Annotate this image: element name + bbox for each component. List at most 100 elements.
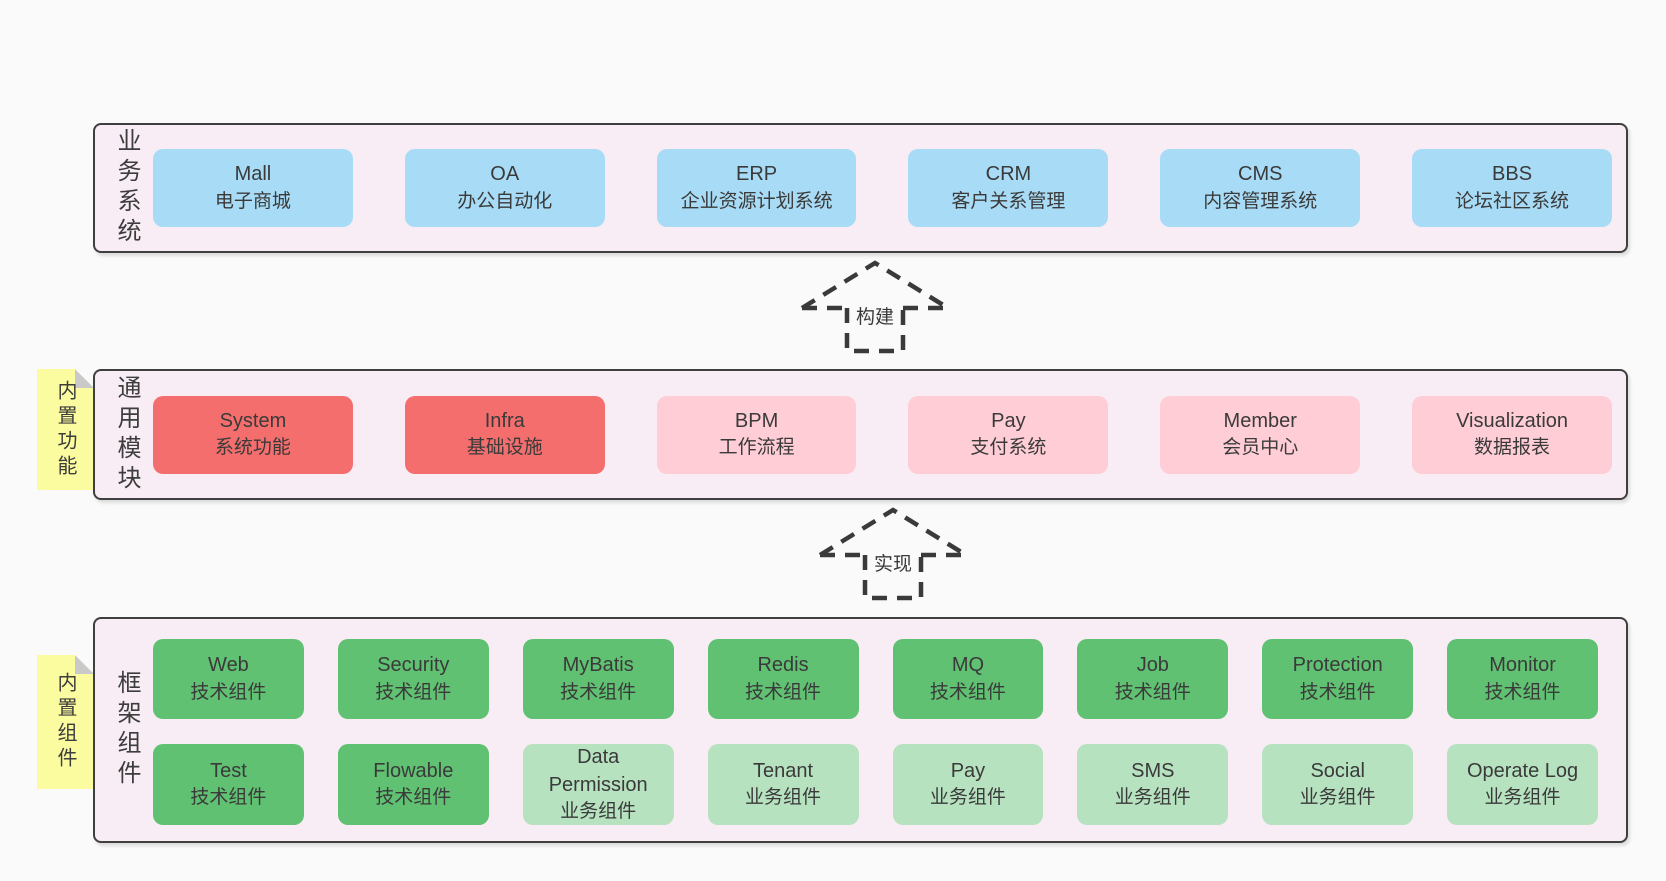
business-systems-band: 业务系统 Mall 电子商城 OA 办公自动化 ERP 企业资源计划系统 CRM… (93, 123, 1628, 253)
system-box-crm: CRM 客户关系管理 (908, 149, 1109, 227)
node-subtitle: 工作流程 (718, 437, 795, 459)
component-box-job: Job 技术组件 (1077, 639, 1229, 719)
node-title: CMS (1238, 163, 1283, 186)
node-subtitle: 业务组件 (1484, 787, 1561, 809)
node-subtitle: 会员中心 (1222, 437, 1299, 459)
system-box-oa: OA 办公自动化 (404, 149, 605, 227)
dashed-up-arrow-icon (800, 260, 950, 354)
implement-arrow-icon: 实现 (818, 505, 968, 601)
system-box-cms: CMS 内容管理系统 (1160, 149, 1361, 227)
node-title: Flowable (373, 759, 454, 782)
module-box-bpm: BPM 工作流程 (656, 395, 857, 474)
node-subtitle: 技术组件 (190, 681, 267, 703)
node-subtitle: 技术组件 (190, 787, 267, 809)
sticky-label: 内置组件 (54, 672, 76, 772)
node-subtitle: 支付系统 (970, 437, 1047, 459)
node-title: BPM (734, 409, 779, 432)
node-subtitle: 业务组件 (745, 787, 822, 809)
node-subtitle: 内容管理系统 (1203, 190, 1318, 212)
framework-components-row-2: Test 技术组件 Flowable 技术组件 Data Permission … (153, 744, 1598, 825)
node-title: Tenant (753, 759, 814, 782)
node-title: MyBatis (562, 654, 634, 677)
module-box-infra: Infra 基础设施 (404, 395, 605, 474)
node-title: BBS (1492, 163, 1533, 186)
component-box-operate-log: Operate Log 业务组件 (1447, 744, 1598, 825)
component-box-sms: SMS 业务组件 (1077, 744, 1229, 825)
node-subtitle: 电子商城 (214, 190, 291, 212)
node-title: OA (490, 163, 520, 186)
framework-components-row-1: Web 技术组件 Security 技术组件 MyBatis 技术组件 Redi… (153, 639, 1598, 719)
node-title: System (219, 409, 287, 432)
node-subtitle: 技术组件 (745, 681, 822, 703)
node-title: SMS (1131, 759, 1175, 782)
system-box-bbs: BBS 论坛社区系统 (1412, 149, 1612, 227)
build-arrow-label: 构建 (851, 302, 899, 329)
node-subtitle: 业务组件 (1299, 787, 1376, 809)
component-box-tenant: Tenant 业务组件 (707, 744, 859, 825)
sticky-label: 内置功能 (54, 379, 76, 480)
common-modules-row: System 系统功能 Infra 基础设施 BPM 工作流程 Pay 支付系统… (153, 371, 1612, 498)
node-subtitle: 业务组件 (1114, 787, 1191, 809)
node-subtitle: 技术组件 (1299, 681, 1376, 703)
component-box-web: Web 技术组件 (153, 639, 304, 719)
node-title: Pay (950, 759, 986, 782)
component-box-monitor: Monitor 技术组件 (1447, 639, 1598, 719)
node-title: Monitor (1489, 654, 1556, 677)
node-subtitle: 业务组件 (560, 801, 637, 823)
band-label-common-modules: 通用模块 (113, 374, 140, 495)
component-box-security: Security 技术组件 (337, 639, 489, 719)
node-subtitle: 技术组件 (375, 787, 452, 809)
node-title: Security (377, 654, 450, 677)
node-title: Data Permission (548, 745, 648, 797)
system-box-mall: Mall 电子商城 (153, 149, 353, 227)
node-subtitle: 技术组件 (1484, 681, 1561, 703)
band-label-framework-components: 框架组件 (113, 670, 140, 790)
implement-arrow-label: 实现 (869, 549, 917, 576)
node-title: Redis (757, 654, 809, 677)
node-title: Member (1223, 409, 1297, 432)
node-subtitle: 技术组件 (560, 681, 637, 703)
node-subtitle: 技术组件 (1114, 681, 1191, 703)
component-box-mq: MQ 技术组件 (892, 639, 1044, 719)
node-title: Visualization (1456, 409, 1569, 432)
common-modules-band: 通用模块 System 系统功能 Infra 基础设施 BPM 工作流程 Pay… (93, 369, 1628, 500)
node-title: Web (208, 654, 249, 677)
component-box-mybatis: MyBatis 技术组件 (522, 639, 674, 719)
node-title: Test (210, 759, 247, 782)
node-title: Social (1310, 759, 1365, 782)
node-subtitle: 技术组件 (375, 681, 452, 703)
component-box-social: Social 业务组件 (1262, 744, 1414, 825)
component-box-flowable: Flowable 技术组件 (337, 744, 489, 825)
component-box-test: Test 技术组件 (153, 744, 304, 825)
sticky-note-built-in-components: 内置组件 (37, 655, 94, 789)
node-title: MQ (951, 654, 985, 677)
node-subtitle: 基础设施 (466, 437, 543, 459)
build-arrow-icon: 构建 (800, 258, 950, 354)
node-subtitle: 企业资源计划系统 (680, 190, 833, 212)
module-box-member: Member 会员中心 (1160, 395, 1361, 474)
component-box-pay: Pay 业务组件 (892, 744, 1044, 825)
node-subtitle: 技术组件 (929, 681, 1006, 703)
component-box-redis: Redis 技术组件 (707, 639, 859, 719)
node-title: CRM (985, 163, 1032, 186)
module-box-system: System 系统功能 (153, 395, 353, 474)
framework-components-band: 框架组件 Web 技术组件 Security 技术组件 MyBatis 技术组件… (93, 617, 1628, 843)
module-box-pay: Pay 支付系统 (908, 395, 1109, 474)
module-box-visualization: Visualization 数据报表 (1412, 395, 1612, 474)
node-subtitle: 客户关系管理 (951, 190, 1066, 212)
node-subtitle: 论坛社区系统 (1455, 190, 1570, 212)
band-label-business-systems: 业务系统 (113, 128, 140, 248)
system-box-erp: ERP 企业资源计划系统 (656, 149, 857, 227)
node-subtitle: 业务组件 (929, 787, 1006, 809)
node-title: Infra (484, 409, 525, 432)
sticky-note-built-in-features: 内置功能 (37, 369, 94, 490)
component-box-data-permission: Data Permission 业务组件 (522, 744, 674, 825)
component-box-protection: Protection 技术组件 (1262, 639, 1414, 719)
node-title: Job (1136, 654, 1169, 677)
node-title: Mall (234, 163, 272, 186)
dashed-up-arrow-icon (818, 507, 968, 601)
node-title: ERP (736, 163, 778, 186)
node-title: Pay (991, 409, 1026, 432)
node-subtitle: 系统功能 (214, 437, 291, 459)
